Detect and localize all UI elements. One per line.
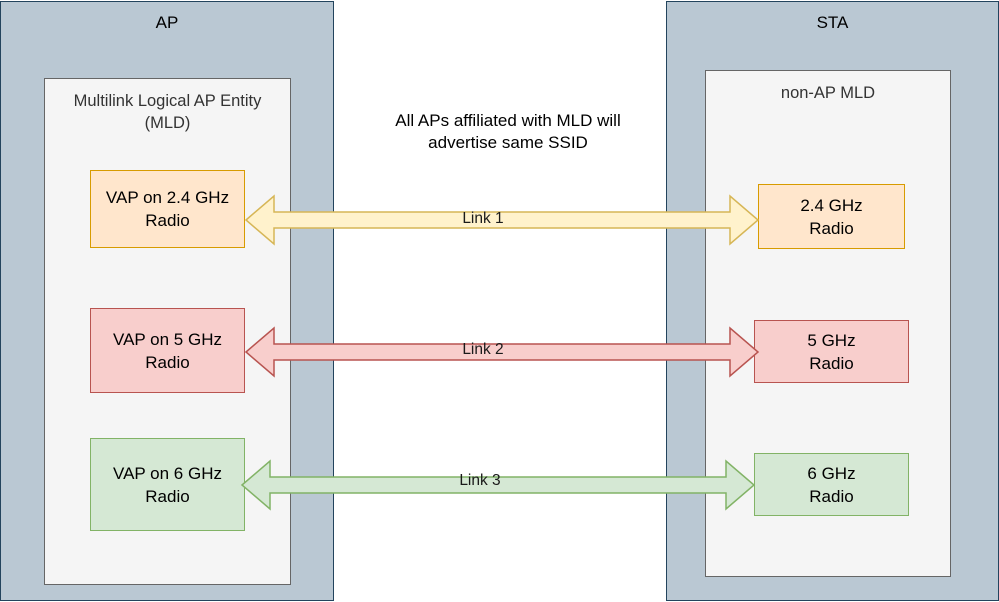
link-3-arrow: Link 3 [240, 459, 756, 511]
link-3-shape [240, 459, 756, 511]
link-3-label: Link 3 [459, 472, 500, 489]
sta-radio-6ghz: 6 GHz Radio [754, 453, 909, 516]
ap-mld-title: Multilink Logical AP Entity (MLD) [73, 92, 262, 132]
link-1-arrow: Link 1 [244, 194, 760, 246]
link-1-label: Link 1 [462, 210, 503, 227]
ap-radio-2-4ghz: VAP on 2.4 GHz Radio [90, 170, 245, 248]
link-2-arrow: Link 2 [244, 326, 760, 378]
ssid-note: All APs affiliated with MLD will adverti… [395, 111, 621, 152]
ap-radio-6ghz-label: VAP on 6 GHz Radio [113, 463, 222, 506]
link-2-label: Link 2 [462, 341, 503, 358]
link-2-shape [244, 326, 760, 378]
sta-radio-2-4ghz-label: 2.4 GHz Radio [800, 195, 863, 238]
link-1-shape [244, 194, 760, 246]
sta-radio-2-4ghz: 2.4 GHz Radio [758, 184, 905, 249]
ap-radio-2-4ghz-label: VAP on 2.4 GHz Radio [105, 188, 230, 230]
ap-radio-5ghz-label: VAP on 5 GHz Radio [113, 329, 222, 372]
sta-radio-5ghz: 5 GHz Radio [754, 320, 909, 383]
ap-radio-6ghz: VAP on 6 GHz Radio [90, 438, 245, 531]
sta-mld-title: non-AP MLD [780, 84, 876, 102]
ap-title: AP [155, 13, 179, 32]
sta-radio-6ghz-label: 6 GHz Radio [807, 463, 856, 506]
ap-radio-5ghz: VAP on 5 GHz Radio [90, 308, 245, 393]
sta-radio-5ghz-label: 5 GHz Radio [807, 330, 856, 373]
sta-title: STA [816, 13, 849, 32]
